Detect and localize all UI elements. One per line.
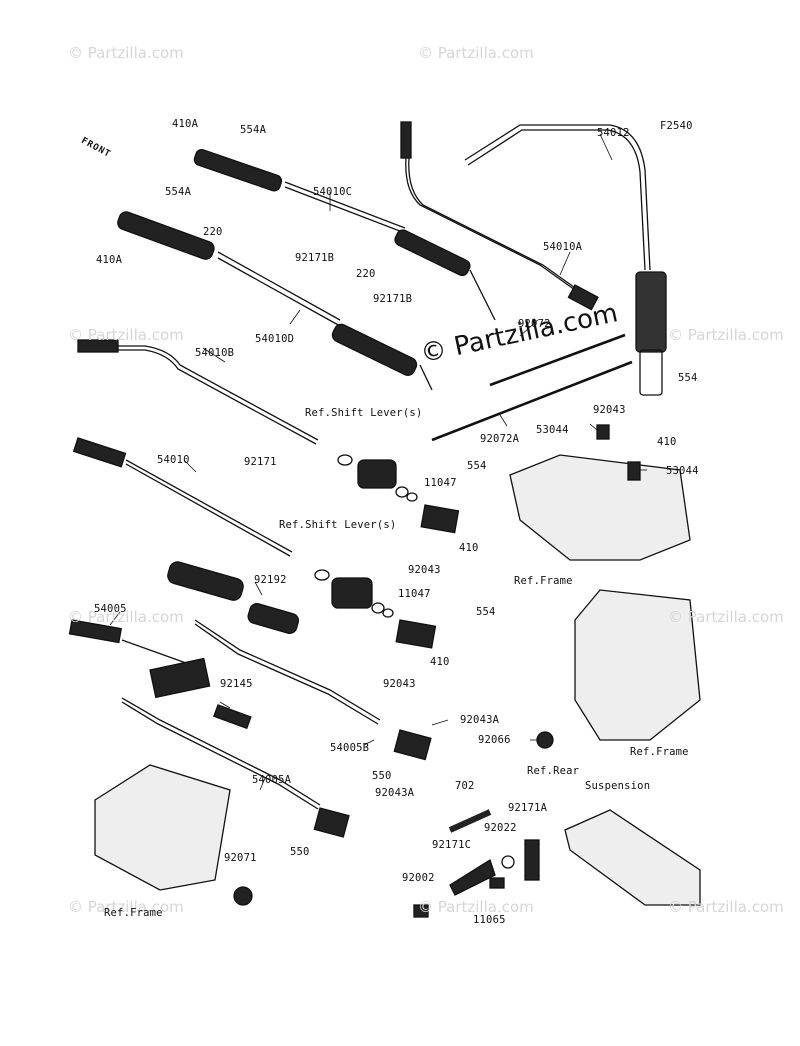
- part-label: 410A: [172, 118, 199, 130]
- part-label: 11047: [398, 588, 431, 600]
- ref-label: Ref.Frame: [630, 746, 689, 758]
- part-92002: [413, 904, 429, 918]
- part-11065: [489, 877, 505, 889]
- part-label: 92002: [402, 872, 435, 884]
- part-label: 410: [657, 436, 677, 448]
- cable-54010D: [117, 211, 433, 391]
- part-label: 92066: [478, 734, 511, 746]
- cable-54005B: [194, 619, 432, 761]
- part-label: 11065: [473, 914, 506, 926]
- watermark: © Partzilla.com: [418, 44, 534, 62]
- shift-lever-parts-2: [314, 569, 437, 649]
- ref-label: Ref.Frame: [104, 907, 163, 919]
- ref-label: Ref.Frame: [514, 575, 573, 587]
- part-label: 92171C: [432, 839, 472, 851]
- watermark: © Partzilla.com: [668, 326, 784, 344]
- part-label: 54005: [94, 603, 127, 615]
- part-label: 54012: [597, 127, 630, 139]
- cable-54010: [72, 437, 293, 557]
- part-label: 92043: [408, 564, 441, 576]
- part-label: 550: [372, 770, 392, 782]
- part-label: 410: [459, 542, 479, 554]
- watermark: © Partzilla.com: [68, 44, 184, 62]
- ref-label: Ref.Rear: [527, 765, 580, 777]
- part-label: 54005A: [252, 774, 292, 786]
- watermark: © Partzilla.com: [68, 898, 184, 916]
- figure-code: F2540: [660, 120, 693, 132]
- part-label: 54010: [157, 454, 190, 466]
- part-label: 92072A: [480, 433, 520, 445]
- part-label: 92192: [254, 574, 287, 586]
- part-label: 554: [476, 606, 496, 618]
- cable-54005A: [121, 697, 350, 838]
- part-92171C: [449, 859, 496, 896]
- part-92171A: [524, 839, 540, 881]
- part-label: 92171B: [373, 293, 413, 305]
- spring-92145: [213, 704, 252, 730]
- watermark: © Partzilla.com: [668, 608, 784, 626]
- part-label: 92043A: [460, 714, 500, 726]
- part-label: 702: [455, 780, 475, 792]
- cable-54010C: [193, 148, 496, 321]
- watermark: © Partzilla.com: [418, 898, 534, 916]
- part-label: 410A: [96, 254, 123, 266]
- part-label: 54005B: [330, 742, 370, 754]
- rod-92072: [489, 333, 626, 387]
- part-label: 220: [203, 226, 223, 238]
- part-label: 92145: [220, 678, 253, 690]
- ref-label: Suspension: [585, 780, 651, 792]
- part-label: 54010C: [313, 186, 353, 198]
- part-label: 550: [290, 846, 310, 858]
- ref-label: Ref.Shift Lever(s): [305, 407, 423, 419]
- rear-suspension: [564, 809, 701, 906]
- part-label: 220: [356, 268, 376, 280]
- ref-label: Ref.Shift Lever(s): [279, 519, 397, 531]
- watermark: © Partzilla.com: [668, 898, 784, 916]
- part-label: 92072: [518, 318, 551, 330]
- part-label: 92171B: [295, 252, 335, 264]
- part-label: 54010D: [255, 333, 295, 345]
- part-label: 92043: [593, 404, 626, 416]
- part-92022: [501, 855, 515, 869]
- part-53044-b: [627, 461, 641, 481]
- part-label: 554: [467, 460, 487, 472]
- frame-middle: [574, 589, 701, 741]
- part-label: 11047: [424, 477, 457, 489]
- frame-upper: [509, 454, 691, 561]
- part-label: 54010B: [195, 347, 235, 359]
- part-label: 53044: [536, 424, 569, 436]
- part-label: 92043A: [375, 787, 415, 799]
- part-label: 92171A: [508, 802, 548, 814]
- part-label: 554A: [240, 124, 267, 136]
- part-92066: [536, 731, 554, 749]
- frame-lower: [94, 764, 231, 891]
- part-label: 92071: [224, 852, 257, 864]
- part-label: 554A: [165, 186, 192, 198]
- part-702: [448, 809, 492, 833]
- cable-54010A: [400, 121, 599, 311]
- part-label: 92043: [383, 678, 416, 690]
- cable-54010B: [77, 339, 319, 445]
- watermark: © Partzilla.com: [68, 608, 184, 626]
- part-label: 410: [430, 656, 450, 668]
- part-92071: [233, 886, 253, 906]
- cable-54005: [68, 619, 211, 699]
- part-label: 54010A: [543, 241, 583, 253]
- part-label: 554: [678, 372, 698, 384]
- shift-lever-parts-1: [337, 454, 460, 534]
- part-label: 53044: [666, 465, 699, 477]
- watermark: © Partzilla.com: [68, 326, 184, 344]
- spring-92192: [167, 561, 300, 634]
- cable-54012: [464, 124, 667, 396]
- part-53044-a: [596, 424, 610, 440]
- part-label: 92171: [244, 456, 277, 468]
- rod-92072A: [431, 360, 633, 442]
- part-label: 92022: [484, 822, 517, 834]
